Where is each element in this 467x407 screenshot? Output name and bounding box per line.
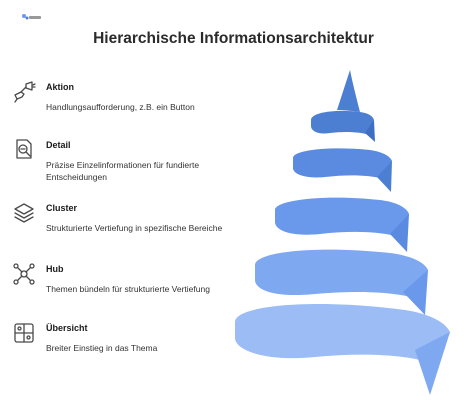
item-description: Strukturierte Vertiefung in spezifische …	[46, 223, 223, 233]
item-description: Themen bündeln für strukturierte Vertief…	[46, 284, 210, 294]
megaphone-hand-icon	[12, 80, 36, 104]
item-label: Aktion	[46, 82, 74, 92]
tier-cluster-tail	[390, 214, 409, 252]
item-label: Übersicht	[46, 323, 88, 333]
item-label: Cluster	[46, 203, 78, 213]
tier-aktion	[311, 110, 374, 135]
item-description: Präzise Einzelinformationen für fundiert…	[46, 160, 200, 182]
item-description: Handlungsaufforderung, z.B. ein Button	[46, 102, 195, 112]
tier-hub	[255, 249, 428, 300]
tier-hub-tail	[403, 270, 428, 315]
tier-detail	[293, 148, 392, 180]
item-label: Hub	[46, 264, 64, 274]
page-title: Hierarchische Informationsarchitektur	[93, 30, 374, 47]
spiral-pyramid	[235, 70, 450, 395]
tier-detail-tail	[377, 161, 392, 192]
item-description: Breiter Einstieg in das Thema	[46, 343, 158, 353]
document-search-icon	[12, 138, 36, 162]
tier-cluster	[275, 197, 409, 238]
tier-aktion-tail	[365, 120, 375, 142]
tier-uebersicht	[235, 303, 450, 365]
spiral-tip	[337, 70, 360, 112]
brand-logo	[22, 14, 41, 20]
layers-icon	[12, 201, 36, 225]
item-label: Detail	[46, 140, 71, 150]
network-hub-icon	[12, 262, 36, 286]
grid-overview-icon	[12, 321, 36, 345]
tier-uebersicht-tail	[415, 332, 450, 395]
